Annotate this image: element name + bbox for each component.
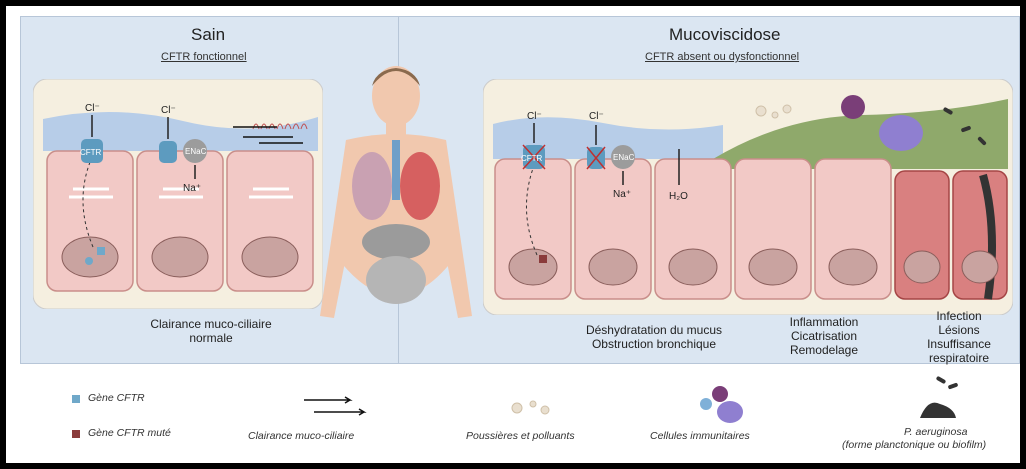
cftr-label: CFTR	[80, 148, 102, 157]
caption-b-line3: Remodelage	[769, 343, 879, 357]
cftr-channel-2	[159, 141, 177, 163]
legend-gene-swatch	[72, 395, 80, 403]
cl-label-1: Cl⁻	[85, 103, 100, 114]
legend-immune-icon	[690, 382, 750, 426]
disease-caption-b: Inflammation Cicatrisation Remodelage	[769, 315, 879, 357]
figure-frame: Sain CFTR fonctionnel CFTR	[6, 6, 1020, 463]
trachea	[392, 140, 400, 200]
disease-panel: Mucoviscidose CFTR absent ou dysfonction…	[398, 16, 1020, 364]
gene-cftr-mut-marker	[539, 255, 547, 263]
cl-mut-label-2: Cl⁻	[589, 111, 604, 122]
immune-cell-2	[879, 115, 923, 151]
disease-caption-c: Infection Lésions Insuffisance respirato…	[904, 309, 1014, 365]
healthy-caption: Clairance muco-ciliaire normale	[101, 317, 321, 345]
disease-title: Mucoviscidose	[669, 25, 781, 45]
cl-label-2: Cl⁻	[161, 105, 176, 116]
legend-dust-icon	[505, 394, 565, 418]
cl-mut-label-1: Cl⁻	[527, 111, 542, 122]
caption-c-line1: Infection	[904, 309, 1014, 323]
intestines	[366, 256, 426, 304]
gene-cftr-marker	[97, 247, 105, 255]
legend-clearance-arrows	[300, 394, 370, 418]
gene-cftr-dot	[85, 257, 93, 265]
legend-gene-cftr-mut: Gène CFTR muté	[88, 427, 171, 439]
immune-cell-1	[841, 95, 865, 119]
healthy-epithelium: CFTR Cl⁻ Cl⁻ ENaC Na⁺	[33, 79, 323, 309]
legend-pa-line2: (forme planctonique ou biofilm)	[842, 439, 986, 451]
disease-epithelium: CFTR Cl⁻ Cl⁻ ENaC Na⁺ H₂O	[483, 79, 1013, 315]
disease-caption-a: Déshydratation du mucus Obstruction bron…	[569, 323, 739, 351]
caption-a-line2: Obstruction bronchique	[569, 337, 739, 351]
legend: Gène CFTR Gène CFTR muté Clairance muco-…	[20, 368, 1018, 458]
healthy-title: Sain	[191, 25, 225, 45]
liver-stomach	[362, 224, 430, 260]
healthy-subtitle: CFTR fonctionnel	[161, 51, 247, 63]
caption-a-line1: Déshydratation du mucus	[569, 323, 739, 337]
left-lung	[352, 152, 392, 220]
enac-mut-label: ENaC	[613, 153, 635, 162]
na-mut-label: Na⁺	[613, 189, 631, 200]
legend-gene-mut-swatch	[72, 430, 80, 438]
legend-dust: Poussières et polluants	[466, 430, 575, 442]
caption-b-line1: Inflammation	[769, 315, 879, 329]
healthy-caption-line2: normale	[101, 331, 321, 345]
legend-pa: P. aeruginosa	[904, 426, 967, 438]
enac-label: ENaC	[185, 147, 207, 156]
cftr-mut-label: CFTR	[521, 154, 543, 163]
caption-c-line3: Insuffisance	[904, 337, 1014, 351]
caption-b-line2: Cicatrisation	[769, 329, 879, 343]
disease-subtitle: CFTR absent ou dysfonctionnel	[645, 51, 799, 63]
nuclei	[62, 237, 298, 277]
caption-c-line4: respiratoire	[904, 351, 1014, 365]
na-label: Na⁺	[183, 183, 201, 194]
legend-gene-cftr: Gène CFTR	[88, 392, 145, 404]
legend-immune: Cellules immunitaires	[650, 430, 750, 442]
legend-clearance: Clairance muco-ciliaire	[248, 430, 354, 442]
legend-bacteria-icon	[910, 374, 966, 426]
caption-c-line2: Lésions	[904, 323, 1014, 337]
water-label: H₂O	[669, 191, 688, 202]
right-lung	[400, 152, 440, 220]
healthy-caption-line1: Clairance muco-ciliaire	[101, 317, 321, 331]
legend-pa-line1: P. aeruginosa	[904, 426, 967, 438]
human-figure	[306, 56, 486, 366]
